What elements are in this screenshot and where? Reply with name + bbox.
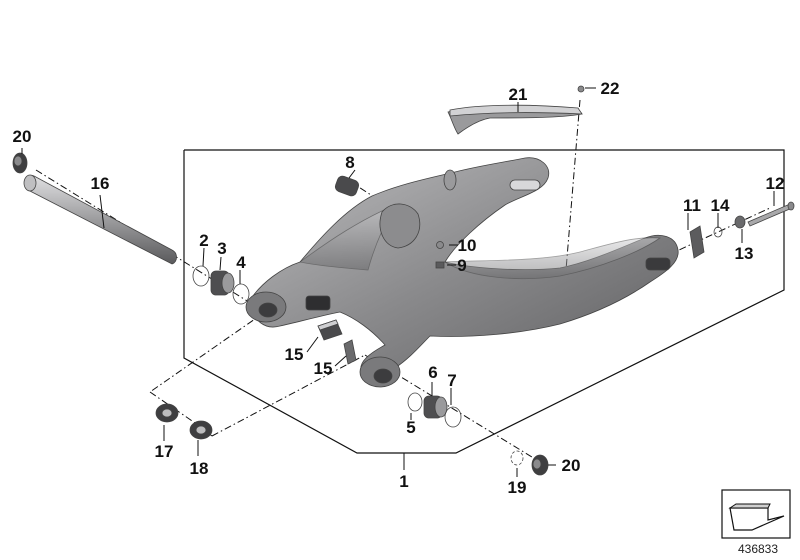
label-part-6: 6 (428, 363, 437, 382)
bearing-parts-right (407, 392, 524, 466)
label-part-8: 8 (345, 153, 354, 172)
label-part-9: 9 (457, 256, 466, 275)
label-part-15a: 15 (285, 345, 304, 364)
nut-part-20-right (531, 454, 549, 476)
label-part-17: 17 (155, 442, 174, 461)
label-part-18: 18 (190, 459, 209, 478)
swingarm (245, 157, 679, 388)
label-part-5: 5 (406, 418, 415, 437)
bearing-parts-left (192, 265, 250, 305)
bracket-parts-11-14 (689, 201, 795, 259)
label-part-11: 11 (683, 196, 701, 215)
label-part-14: 14 (711, 196, 730, 215)
label-part-7: 7 (447, 371, 456, 390)
label-part-19: 19 (508, 478, 527, 497)
label-part-12: 12 (766, 174, 785, 193)
arrow-icon (728, 503, 785, 531)
document-number: 436833 (738, 542, 778, 556)
screw-part-22 (577, 85, 585, 93)
label-part-20a: 20 (13, 127, 32, 146)
label-part-1: 1 (399, 472, 408, 491)
label-part-15b: 15 (314, 359, 333, 378)
label-part-10: 10 (458, 236, 477, 255)
nut-part-20-left (12, 152, 28, 174)
guard-part-21 (447, 104, 583, 135)
leader-lines (21, 87, 775, 477)
assembly-frame (183, 149, 785, 454)
label-part-21: 21 (509, 85, 528, 104)
label-part-2: 2 (199, 231, 208, 250)
label-part-3: 3 (217, 239, 226, 258)
screw-parts-9-10 (435, 241, 445, 269)
axle-part-16 (23, 174, 177, 265)
label-part-22: 22 (601, 79, 620, 98)
label-part-20b: 20 (562, 456, 581, 475)
bumper-part-8 (334, 175, 360, 197)
label-part-16: 16 (91, 174, 110, 193)
label-part-4: 4 (236, 253, 246, 272)
part-labels: 20 16 2 3 4 8 10 9 11 14 12 13 15 15 6 7… (13, 79, 785, 497)
label-part-13: 13 (735, 244, 754, 263)
cap-part-18 (189, 420, 213, 440)
pad-part-15 (317, 319, 357, 365)
corner-symbol-box: 436833 (721, 489, 791, 556)
cap-part-17 (155, 403, 179, 423)
